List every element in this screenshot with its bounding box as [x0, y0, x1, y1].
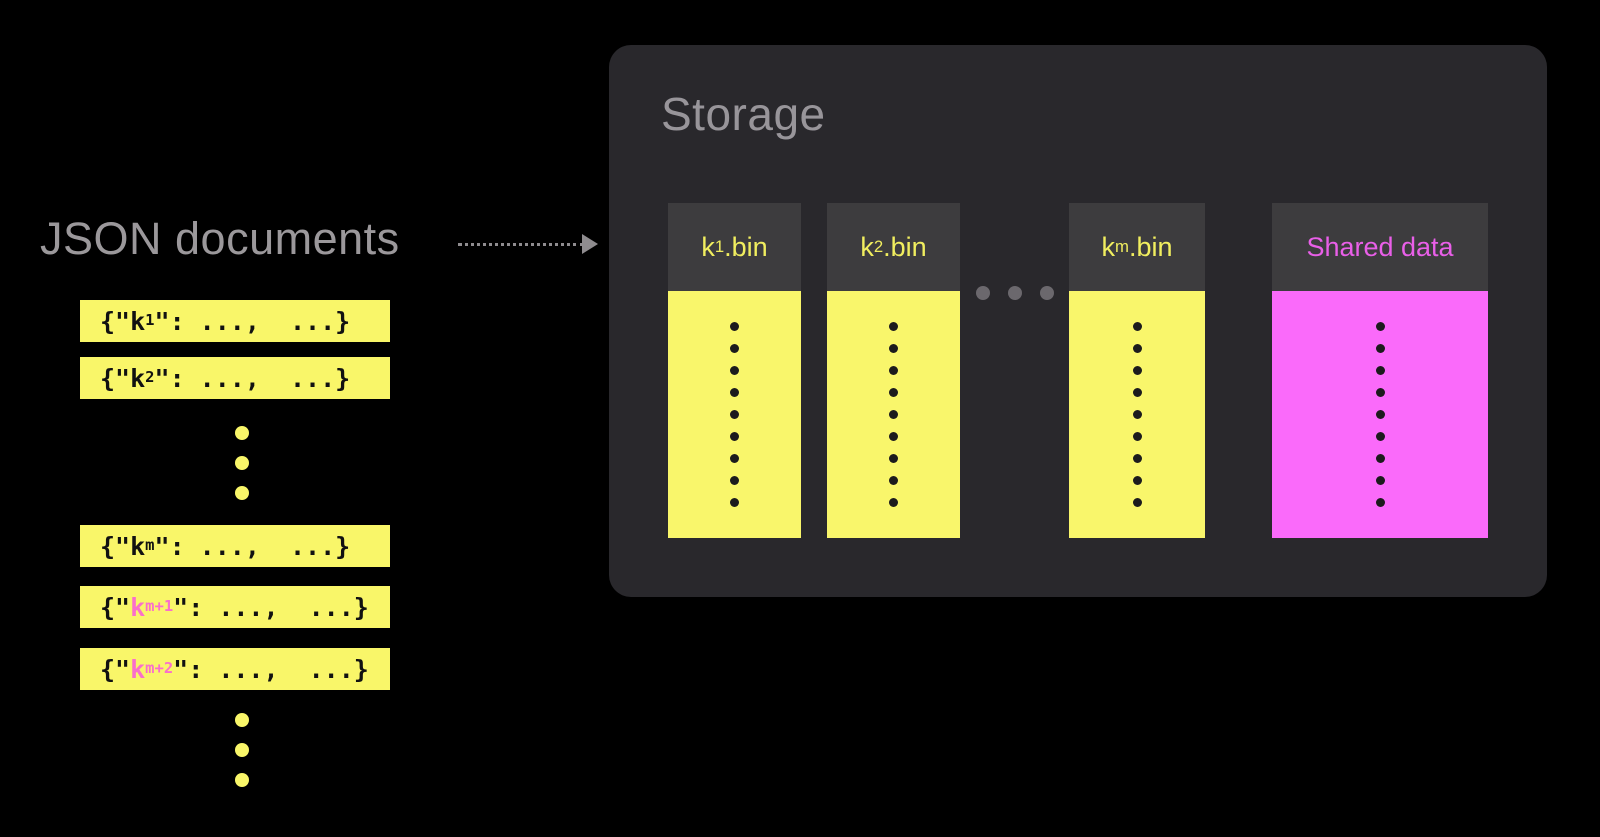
columns-ellipsis [976, 286, 1054, 300]
doc-key-highlighted: k [130, 654, 146, 684]
file-label-ext: .bin [1128, 231, 1173, 262]
file-label: k [701, 231, 715, 262]
json-documents-label: JSON documents [40, 213, 400, 264]
column-header-shared: Shared data [1272, 203, 1488, 291]
storage-column-shared: Shared data [1272, 203, 1488, 538]
doc-key-subscript: 1 [145, 311, 155, 330]
file-label: k [860, 231, 874, 262]
column-body-k1 [668, 291, 801, 538]
doc-key-subscript-highlighted: m+1 [145, 597, 174, 616]
storage-title: Storage [661, 88, 826, 140]
column-body-km [1069, 291, 1205, 538]
doc-key-subscript-highlighted: m+2 [145, 659, 174, 678]
code-rest: ": ..., ...} [154, 306, 351, 336]
file-label: k [1101, 231, 1116, 262]
left-ellipsis-bottom [235, 713, 249, 787]
file-label-ext: .bin [883, 231, 927, 262]
code-rest: ": ..., ...} [173, 592, 369, 622]
doc-key-subscript: 2 [145, 368, 155, 387]
column-body-shared [1272, 291, 1488, 538]
code-open: {" [100, 306, 131, 336]
doc-key: k [130, 363, 146, 393]
shared-data-label: Shared data [1306, 231, 1454, 262]
code-rest: ": ..., ...} [154, 531, 351, 561]
file-label-subscript: 1 [714, 236, 725, 256]
code-open: {" [100, 531, 131, 561]
file-label-subscript: 2 [873, 236, 884, 256]
code-open: {" [100, 592, 131, 622]
code-open: {" [100, 363, 131, 393]
dotted-arrow-line [458, 243, 584, 246]
dotted-arrow-icon [458, 233, 606, 257]
file-label-subscript: m [1115, 236, 1129, 256]
doc-key-subscript: m [145, 536, 155, 555]
code-open: {" [100, 654, 131, 684]
doc-key: k [130, 306, 146, 336]
left-ellipsis-top [235, 426, 249, 500]
arrow-head-icon [582, 234, 598, 254]
file-label-ext: .bin [724, 231, 768, 262]
doc-key: k [130, 531, 146, 561]
code-rest: ": ..., ...} [154, 363, 351, 393]
code-rest: ": ..., ...} [173, 654, 369, 684]
column-body-k2 [827, 291, 960, 538]
doc-key-highlighted: k [130, 592, 146, 622]
